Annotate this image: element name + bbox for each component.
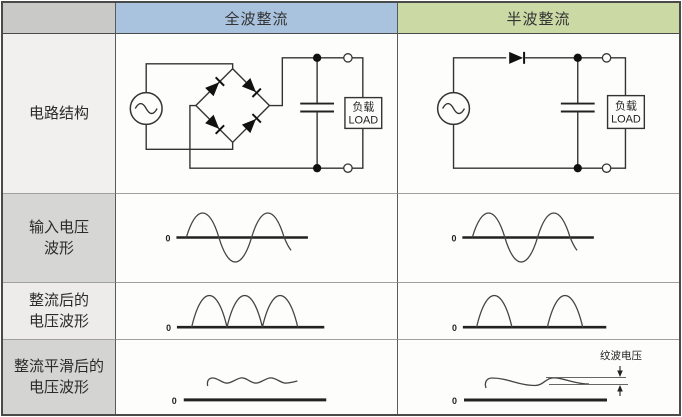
halfwave-rectified-waveform: 0 (452, 295, 607, 333)
junction-dot (312, 163, 322, 173)
header-halfwave: 半波整流 (398, 3, 679, 34)
ac-source-icon (129, 91, 163, 126)
rectified-wave (191, 295, 299, 328)
halfwave-smoothed-waveform: 0 纹波电压 (452, 349, 643, 406)
row-label-rectified-waveform: 整流后的 电压波形 (3, 283, 116, 340)
header-halfwave-label: 半波整流 (506, 10, 571, 28)
zero-label: 0 (166, 233, 171, 243)
zero-label: 0 (452, 396, 457, 406)
terminal-circle (343, 53, 353, 63)
input-sine-waveform: 0 (451, 212, 594, 263)
wire (610, 128, 627, 169)
fullwave-rectified-waveform: 0 (166, 295, 325, 333)
corner-cell (3, 3, 116, 34)
header-fullwave-label: 全波整流 (224, 10, 289, 28)
rectified-wave (475, 295, 584, 328)
wire (189, 104, 344, 169)
smoothed-wave (206, 377, 298, 387)
wire (145, 63, 234, 93)
load-label-en: LOAD (348, 114, 378, 126)
row-label-smoothed-waveform: 整流平滑后的 电压波形 (3, 340, 116, 414)
terminal-circle (601, 53, 612, 63)
capacitor-icon (300, 57, 335, 169)
fullwave-circuit-cell: 负载 LOAD (116, 34, 398, 194)
ripple-voltage-label: 纹波电压 (600, 349, 642, 362)
load-label-en: LOAD (611, 113, 641, 125)
halfwave-circuit-diagram: 负载 LOAD (436, 50, 646, 173)
input-waveform-fullwave-cell: 0 (116, 194, 398, 283)
terminal-circle (343, 163, 353, 173)
ac-source-icon (436, 91, 471, 126)
zero-label: 0 (166, 323, 171, 333)
junction-dot (573, 163, 582, 173)
zero-label: 0 (172, 396, 177, 406)
wire (452, 57, 507, 93)
bridge-rectifier-icon (194, 67, 271, 144)
wire (452, 124, 603, 169)
bridge-diamond (194, 67, 271, 144)
row-label-input-waveform: 输入电压 波形 (3, 194, 116, 283)
fullwave-circuit-diagram: 负载 LOAD (129, 53, 383, 173)
smoothed-waveform-halfwave-cell: 0 纹波电压 (398, 340, 679, 414)
fullwave-smoothed-waveform: 0 (172, 377, 327, 406)
smoothed-waveform-fullwave-cell: 0 (116, 340, 398, 414)
halfwave-circuit-cell: 负载 LOAD (398, 34, 679, 194)
load-label-cn: 负载 (352, 100, 374, 114)
load-label-cn: 负载 (615, 99, 637, 113)
wire (610, 57, 627, 96)
sine-wave (185, 212, 292, 263)
capacitor-icon (560, 57, 595, 169)
zero-label: 0 (452, 323, 457, 333)
terminal-circle (601, 163, 612, 173)
ripple-dimension-arrow-icon (617, 366, 623, 396)
row-label-circuit-structure: 电路结构 (3, 34, 116, 194)
junction-dot (573, 53, 582, 63)
wire (351, 57, 364, 98)
diode-icon (508, 50, 526, 65)
load-box: 负载 LOAD (606, 94, 646, 130)
load-box: 负载 LOAD (344, 96, 383, 130)
wire (351, 128, 364, 169)
wire (269, 57, 344, 107)
junction-dot (312, 53, 322, 63)
input-waveform-halfwave-cell: 0 (398, 194, 679, 283)
input-sine-waveform: 0 (166, 212, 308, 263)
rectified-waveform-halfwave-cell: 0 (398, 283, 679, 340)
rectified-waveform-fullwave-cell: 0 (116, 283, 398, 340)
zero-label: 0 (451, 233, 456, 243)
smoothed-wave (484, 377, 590, 389)
header-fullwave: 全波整流 (116, 3, 398, 34)
sine-wave (471, 212, 578, 263)
